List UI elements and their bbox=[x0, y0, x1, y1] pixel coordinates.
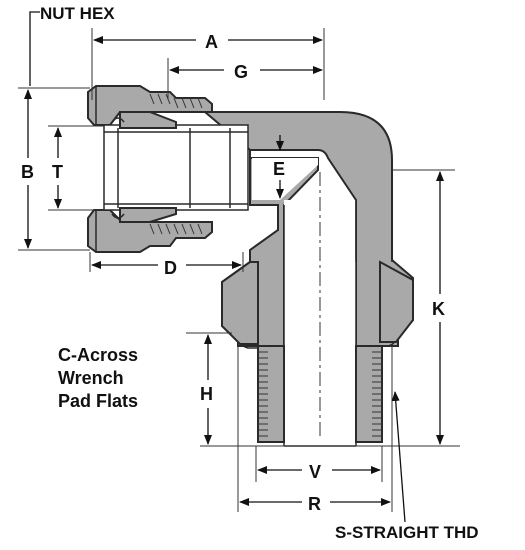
label-s-straight-thd: S-STRAIGHT THD bbox=[335, 523, 479, 542]
extension-lines bbox=[18, 28, 460, 512]
tube bbox=[103, 111, 249, 223]
label-b: B bbox=[21, 162, 34, 182]
label-g: G bbox=[234, 62, 248, 82]
label-r: R bbox=[308, 494, 321, 514]
label-nut-hex: NUT HEX bbox=[40, 4, 115, 23]
stem-thread-left bbox=[240, 339, 285, 443]
label-k: K bbox=[432, 299, 445, 319]
label-d: D bbox=[164, 258, 177, 278]
label-c-line2: Wrench bbox=[58, 368, 124, 388]
label-c-line1: C-Across bbox=[58, 345, 138, 365]
stem-thread-right bbox=[355, 337, 396, 443]
label-v: V bbox=[309, 462, 321, 482]
label-h: H bbox=[200, 384, 213, 404]
wrench-pad-right bbox=[379, 260, 414, 343]
wrench-pad-left bbox=[221, 261, 259, 345]
label-a: A bbox=[205, 32, 218, 52]
label-c-line3: Pad Flats bbox=[58, 391, 138, 411]
label-e: E bbox=[273, 159, 285, 179]
dimension-lines bbox=[24, 11, 444, 523]
label-t: T bbox=[52, 162, 63, 182]
